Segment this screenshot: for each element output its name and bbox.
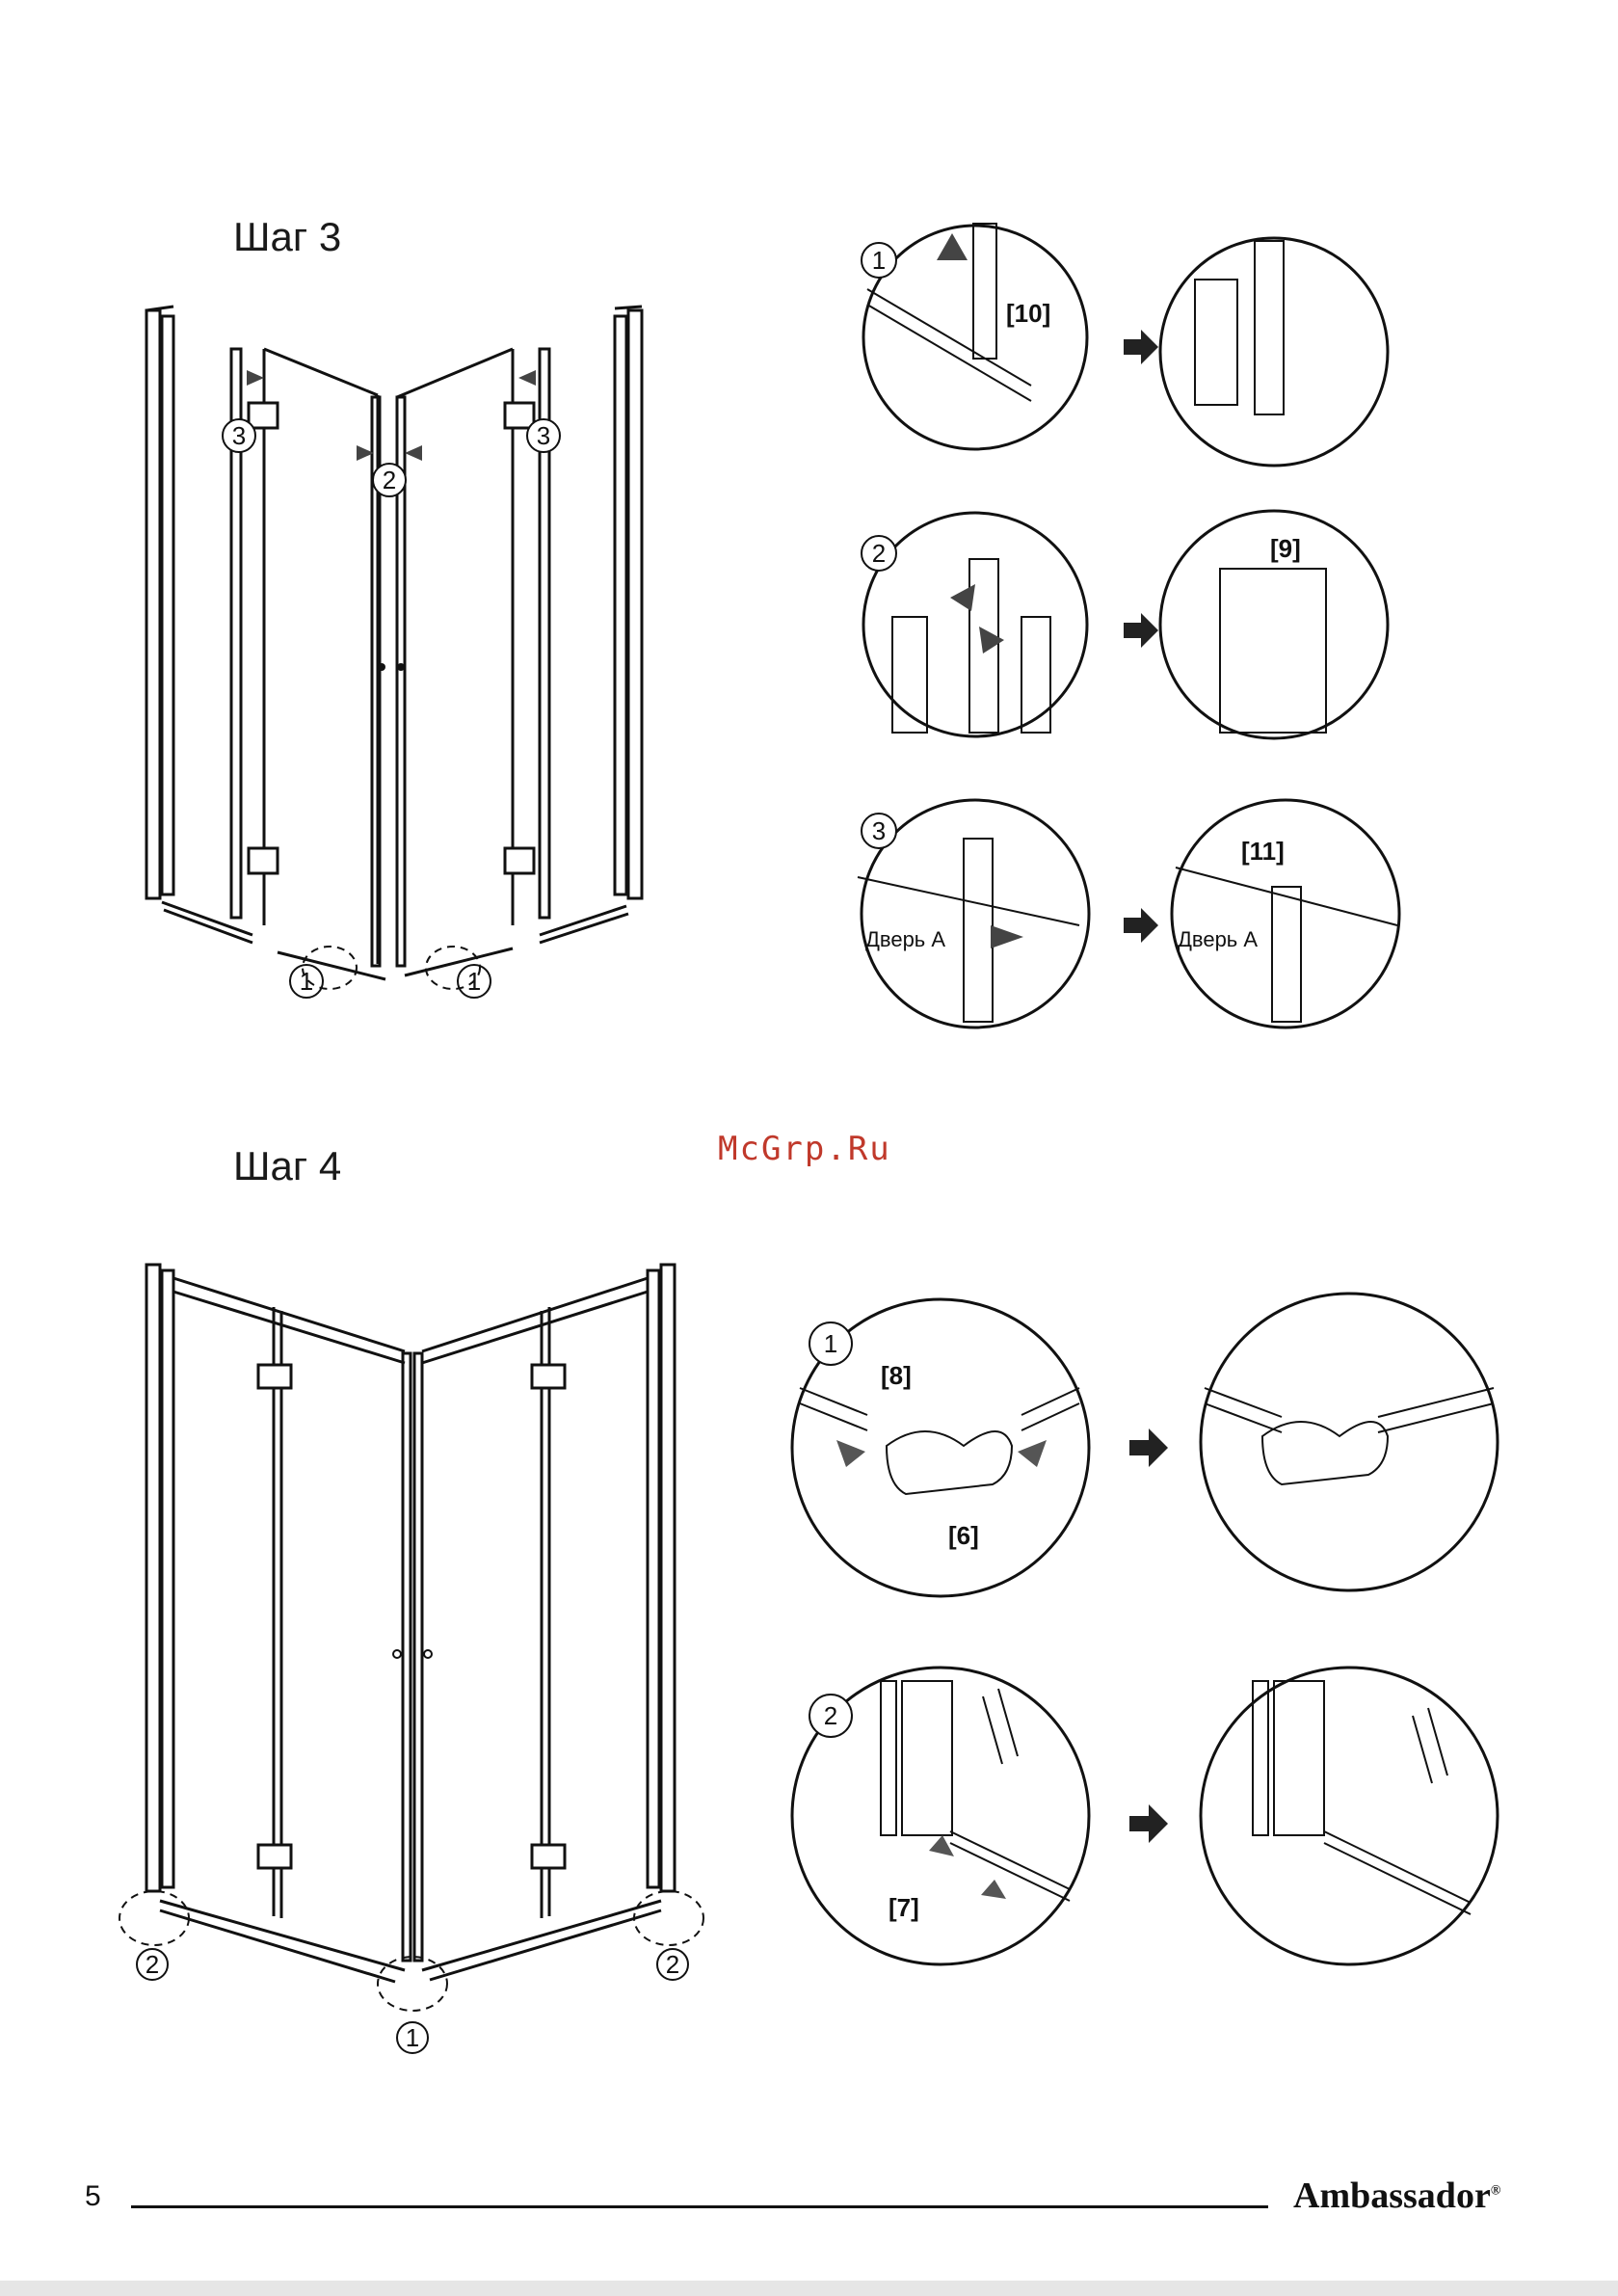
step4-handles bbox=[393, 1650, 432, 1658]
part-label-9: [9] bbox=[1270, 534, 1301, 563]
step4-enclosure bbox=[146, 1265, 675, 1982]
step4-detail-arrows bbox=[836, 1440, 1047, 1899]
step3-marker-1-left: 1 bbox=[300, 967, 313, 996]
part-label-10: [10] bbox=[1006, 299, 1050, 328]
step3-arrows bbox=[247, 370, 536, 461]
step3-detail-rings bbox=[303, 947, 480, 989]
brand-name: Ambassador bbox=[1293, 2176, 1491, 2216]
step3-marker-2: 2 bbox=[383, 466, 396, 494]
step3-detail-marker-2: 2 bbox=[872, 539, 886, 568]
step4-marker-2-right: 2 bbox=[666, 1950, 679, 1979]
part-label-11: [11] bbox=[1241, 837, 1285, 866]
door-a-label-left: Дверь A bbox=[865, 927, 945, 951]
step3-detail-arrows bbox=[937, 233, 1023, 948]
step3-handles bbox=[378, 663, 405, 671]
step4-detail-sketches bbox=[800, 1388, 1494, 1914]
step4-marker-1: 1 bbox=[406, 2023, 419, 2052]
step4-detail-marker-1: 1 bbox=[824, 1329, 837, 1358]
step4-between-arrows bbox=[1129, 1428, 1168, 1843]
part-label-7: [7] bbox=[889, 1893, 919, 1922]
registered-mark: ® bbox=[1491, 2183, 1500, 2198]
step3-enclosure bbox=[146, 307, 642, 979]
brand-logo: Ambassador® bbox=[1293, 2175, 1500, 2217]
bottom-band bbox=[0, 2281, 1618, 2296]
step3-detail-marker-1: 1 bbox=[872, 246, 886, 275]
step3-marker-3-left: 3 bbox=[232, 421, 246, 450]
door-a-label-right: Дверь A bbox=[1178, 927, 1258, 951]
step3-markers bbox=[223, 419, 560, 998]
step4-marker-2-left: 2 bbox=[146, 1950, 159, 1979]
part-label-6: [6] bbox=[948, 1521, 979, 1550]
footer-rule bbox=[131, 2205, 1268, 2208]
step4-detail-marker-2: 2 bbox=[824, 1701, 837, 1730]
step3-marker-3-right: 3 bbox=[537, 421, 550, 450]
step3-detail-marker-3: 3 bbox=[872, 816, 886, 845]
step3-between-arrows bbox=[1124, 330, 1158, 943]
part-label-8: [8] bbox=[881, 1361, 912, 1390]
page-number: 5 bbox=[85, 2180, 101, 2213]
